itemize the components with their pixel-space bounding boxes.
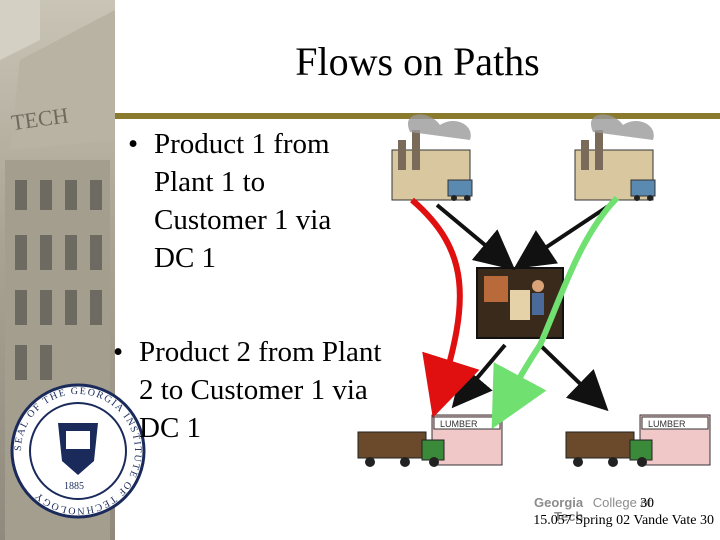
course-footer: 15.057 Spring 02 Vande Vate 30: [533, 513, 714, 528]
factory-icon: [391, 114, 473, 201]
warehouse-worker-icon: [476, 267, 564, 339]
slide-title: Flows on Paths: [295, 39, 540, 84]
bullet2-line1: Product 2 from Plant: [139, 336, 382, 368]
logo-line2: Tech: [554, 509, 584, 524]
logo-right: College of: [592, 495, 652, 510]
bullet2-line2: 2 to Customer 1 via: [139, 374, 368, 406]
bullet1-line4: DC 1: [154, 242, 217, 274]
university-seal-icon: SEAL OF THE GEORGIA INSTITUTE OF TECHNOL…: [10, 383, 146, 519]
bullet-product-2: • Product 2 from Plant 2 to Customer 1 vi…: [113, 333, 433, 447]
store-truck-icon: LUMBER: [357, 414, 503, 467]
seal-year: 1885: [64, 481, 84, 492]
logo-line1: Georgia: [534, 495, 584, 510]
page-number: 30: [640, 496, 654, 511]
store-sign: LUMBER: [648, 419, 686, 429]
arrow-plant2-dc: [513, 203, 612, 269]
product1-path-arrow: [410, 197, 480, 418]
bullet1-line3: Customer 1 via: [154, 204, 332, 236]
arrow-dc-customer2: [538, 343, 609, 412]
georgia-tech-logo: Georgia College of Tech: [534, 496, 651, 524]
bullet2-line3: DC 1: [139, 412, 202, 444]
store-sign: LUMBER: [440, 419, 478, 429]
bullet1-line1: Product 1 from: [154, 128, 330, 160]
bullet-glyph: •: [128, 128, 139, 160]
bullet-glyph: •: [113, 336, 124, 368]
arrow-dc-customer1: [451, 343, 507, 409]
product2-path-arrow: [491, 195, 620, 430]
bullet1-line2: Plant 1 to: [154, 166, 266, 198]
bullet-product-1: • Product 1 from Plant 1 to Customer 1 vi…: [128, 125, 368, 277]
arrow-plant1-dc: [435, 203, 516, 271]
factory-icon: [574, 114, 656, 201]
store-truck-icon: LUMBER: [565, 414, 711, 467]
